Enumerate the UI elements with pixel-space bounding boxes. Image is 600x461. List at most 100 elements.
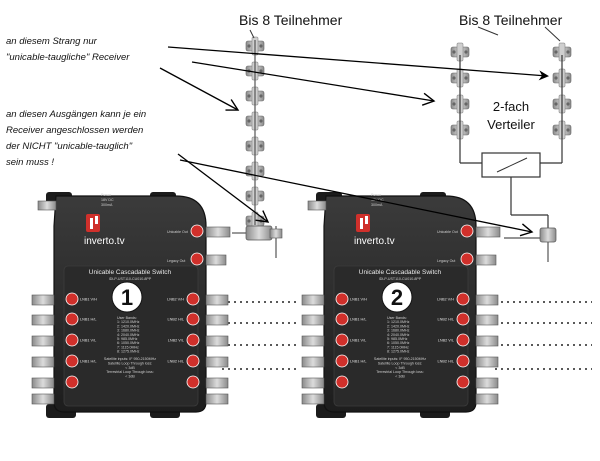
port-label-left: LNB1 V/H [350, 298, 367, 302]
spec-footer: Terrestrial Loop Through loss: [376, 370, 423, 374]
brand-name: inverto.tv [84, 236, 125, 247]
port-label-left: LNB1 V/L [80, 339, 96, 343]
switch-model: IDLP-UST110-CU010-8PP [379, 277, 422, 281]
lnb-input-connector [32, 295, 54, 305]
spec-footer: Satellite Loop Through loss: [108, 361, 153, 365]
terrestrial-icon [457, 376, 469, 388]
terrestrial-icon [187, 376, 199, 388]
f-connector [38, 201, 56, 210]
port-label-right: LNB2 V/L [168, 339, 184, 343]
power-spec: 300mA [101, 203, 113, 207]
port-label-right: LNB2 H/L [168, 318, 184, 322]
lnb-port-icon [66, 293, 78, 305]
t-connector-2 [504, 228, 556, 262]
lnb-port-icon [187, 313, 199, 325]
legacy-output-connector [476, 378, 498, 388]
lnb-port-icon [66, 313, 78, 325]
switch-number: 2 [391, 285, 403, 310]
port-label-left: LNB1 V/H [80, 298, 97, 302]
legacy-output-connector [476, 336, 498, 346]
f-connector [32, 394, 54, 404]
lnb-input-connector [32, 336, 54, 346]
power-spec: Power [371, 193, 382, 197]
power-spec: 18V DC [101, 198, 114, 202]
lnb-port-icon [336, 313, 348, 325]
power-spec: Power [101, 193, 112, 197]
lnb-port-icon [336, 334, 348, 346]
f-connector [302, 394, 324, 404]
switch-title: Unicable Cascadable Switch [359, 269, 442, 276]
spec-footer: Satellite inputs: IF 950-2150MHz [374, 357, 426, 361]
lnb-port-icon [66, 334, 78, 346]
lnb-port-icon [457, 334, 469, 346]
lnb-port-icon [66, 355, 78, 367]
spec-footer: < 3dB [395, 366, 405, 370]
f-connector [476, 394, 498, 404]
port-label-left: LNB1 V/L [350, 339, 366, 343]
note-unicable-only: an diesem Strang nur "unicable-taugliche… [6, 34, 129, 66]
port-label-right: LNB2 V/H [437, 298, 454, 302]
arrow-to-left-sockets-mid [160, 68, 238, 110]
note-legacy-outputs: an diesen Ausgängen kann je ein Receiver… [6, 107, 146, 171]
unicable-out-connector [476, 227, 500, 237]
note-line-3: der NICHT "unicable-tauglich" [6, 139, 146, 155]
lnb-input-connector [32, 378, 54, 388]
header-left-subscribers: Bis 8 Teilnehmer [239, 12, 342, 28]
port-label-right: LNB2 H/L [438, 318, 454, 322]
lnb-port-icon [187, 355, 199, 367]
spec-footer: < 3dB [125, 366, 135, 370]
port-label-right: LNB2 H/L [438, 360, 454, 364]
splitter-label-line-1: 2-fach [476, 98, 546, 116]
lnb-port-icon [336, 293, 348, 305]
spec-footer: Satellite inputs: IF 950-2150MHz [104, 357, 156, 361]
legacy-output-connector [476, 295, 498, 305]
header-right-subscribers: Bis 8 Teilnehmer [459, 12, 562, 28]
port-label-left: LNB1 H/L [350, 318, 366, 322]
switch-model: IDLP-UST110-CU010-8PP [109, 277, 152, 281]
note-line-1: an diesem Strang nur [6, 34, 129, 50]
note-line-2: Receiver angeschlossen werden [6, 123, 146, 139]
legacy-out-connector [206, 255, 226, 265]
legacy-out-icon [191, 253, 203, 265]
legacy-out-icon [461, 253, 473, 265]
legacy-output-connector [206, 357, 228, 367]
spec-footer: Satellite Loop Through loss: [378, 361, 423, 365]
legacy-output-connector [206, 295, 228, 305]
lnb-port-icon [187, 334, 199, 346]
lnb-port-icon [457, 355, 469, 367]
user-band: 8: 1275.0MHz [387, 350, 410, 354]
splitter-label-line-2: Verteiler [476, 116, 546, 134]
f-connector [308, 201, 326, 210]
port-label-left: LNB1 H/L [80, 360, 96, 364]
legacy-output-connector [206, 315, 228, 325]
lnb-input-connector [302, 378, 324, 388]
legacy-output-connector [206, 378, 228, 388]
unicable-out-icon [461, 225, 473, 237]
lnb-input-connector [302, 357, 324, 367]
port-label-left: LNB1 H/L [80, 318, 96, 322]
arrow-to-left-chain-sockets [192, 62, 434, 101]
user-band: 8: 1275.0MHz [117, 350, 140, 354]
legacy-output-connector [206, 336, 228, 346]
port-label-right: LNB2 V/L [438, 339, 454, 343]
switch-title: Unicable Cascadable Switch [89, 269, 172, 276]
unicable-out-connector [206, 227, 230, 237]
port-label-right: LNB2 H/L [168, 360, 184, 364]
switch-number: 1 [121, 285, 133, 310]
terrestrial-icon [66, 376, 78, 388]
lnb-port-icon [457, 293, 469, 305]
lnb-port-icon [336, 355, 348, 367]
note-line-4: sein muss ! [6, 155, 146, 171]
spec-footer: < 3dB [125, 375, 135, 379]
power-spec: 300mA [371, 203, 383, 207]
legacy-output-connector [476, 315, 498, 325]
lnb-input-connector [32, 357, 54, 367]
legacy-out-label: Legacy Out [167, 259, 185, 263]
lnb-input-connector [302, 336, 324, 346]
terrestrial-icon [336, 376, 348, 388]
unicable-out-label: Unicable Out [437, 230, 458, 234]
port-label-right: LNB2 V/H [167, 298, 184, 302]
legacy-out-connector [476, 255, 496, 265]
